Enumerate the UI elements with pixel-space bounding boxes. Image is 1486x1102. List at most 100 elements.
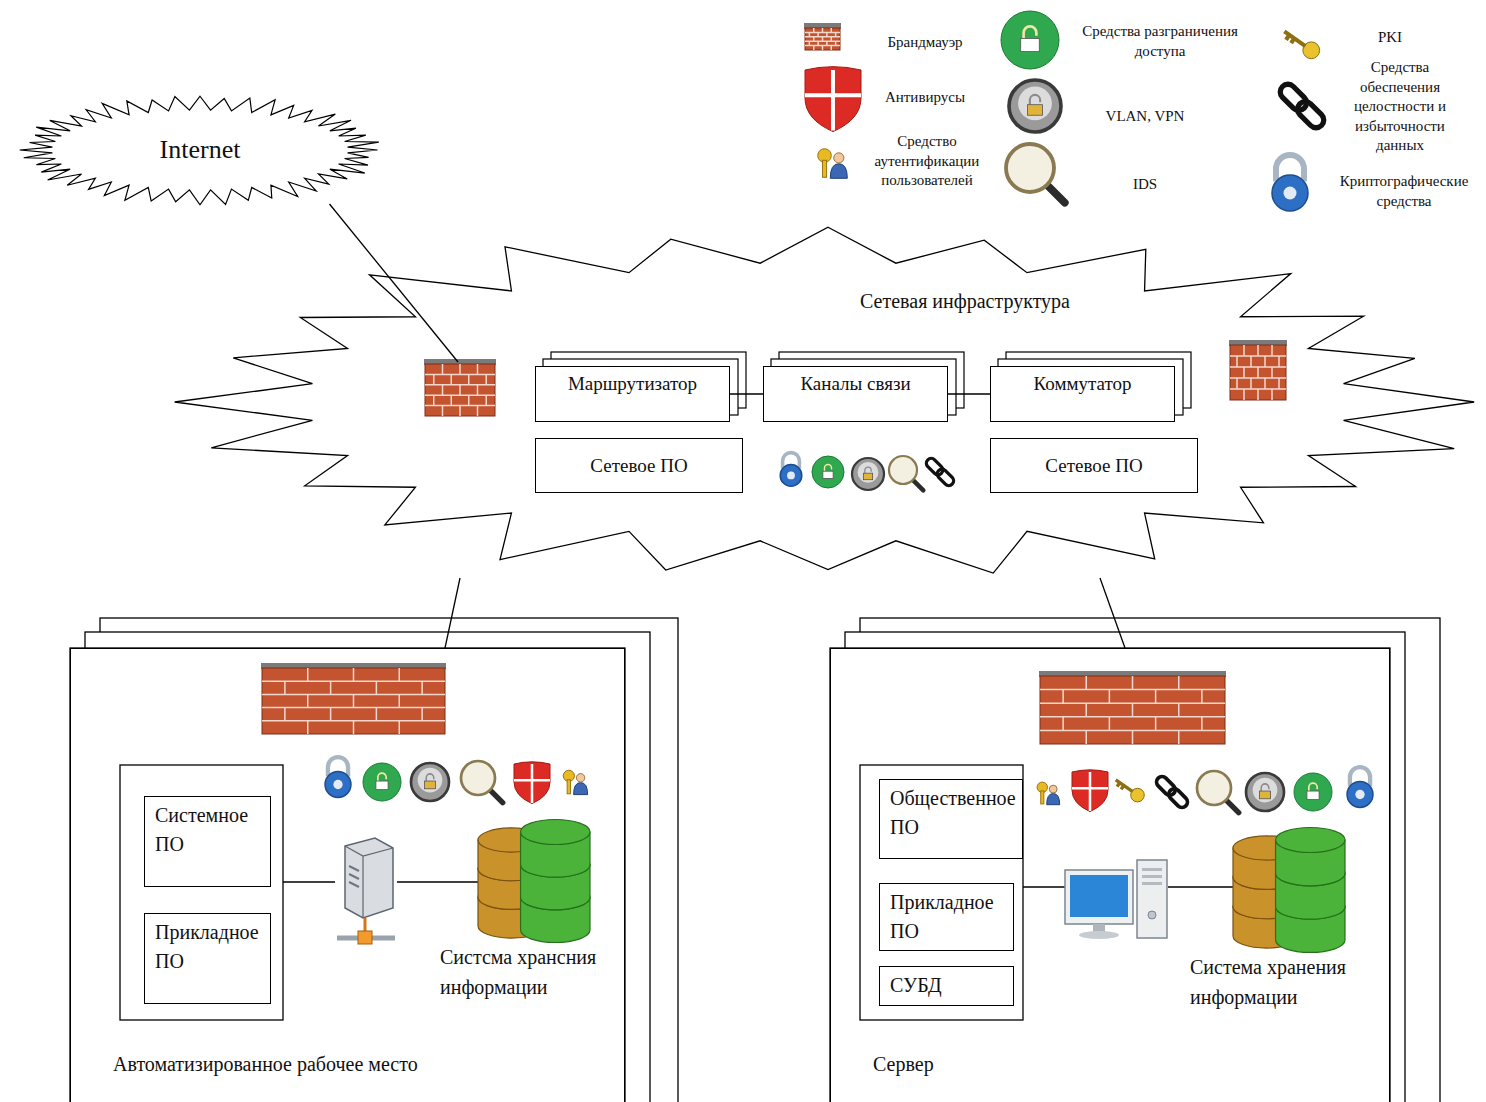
- network-region: Сетевая инфраструктураМаршрутизаторКанал…: [170, 218, 1486, 586]
- region-title: Сервер: [873, 1053, 934, 1076]
- brick-joint: [831, 37, 833, 41]
- vpn-icon: [852, 458, 884, 490]
- brick-joint: [817, 32, 819, 36]
- padlock-dial: [1284, 187, 1297, 200]
- brick-joint: [1086, 730, 1088, 744]
- brick-joint: [284, 681, 286, 694]
- key-shaft: [567, 780, 570, 794]
- lock-body: [1028, 105, 1043, 116]
- brick-joint: [1236, 378, 1238, 389]
- authentication-icon: [1037, 782, 1060, 805]
- person-head: [1049, 785, 1057, 793]
- brick-joint: [433, 374, 435, 384]
- firewall-icon: [804, 23, 841, 50]
- brick-joint: [831, 28, 833, 32]
- brick-joint: [399, 694, 401, 707]
- legend-label: PKI: [1345, 28, 1435, 48]
- server-case: [345, 838, 393, 918]
- antivirus-icon: [514, 762, 550, 804]
- brick-joint: [468, 395, 470, 405]
- chain-link: [924, 456, 944, 476]
- firewall-wall: [1230, 345, 1286, 400]
- lock-shackle: [378, 773, 386, 781]
- shield-cross: [805, 70, 861, 130]
- monitor-neck: [1093, 924, 1105, 932]
- brick-joint: [1178, 676, 1180, 690]
- integrity-icon: [924, 456, 955, 487]
- brick-joint: [376, 681, 378, 694]
- vpn-disc: [1009, 80, 1061, 132]
- lock-shackle: [1261, 784, 1269, 791]
- magnifier-handle: [1047, 185, 1065, 203]
- lock-body: [823, 471, 833, 478]
- vpn-icon: [411, 763, 449, 801]
- magnifier-handle: [913, 480, 924, 491]
- padlock-body: [325, 772, 351, 798]
- legend-label: VLAN, VPN: [1075, 107, 1215, 127]
- person-body: [1047, 794, 1060, 805]
- brick-joint: [1257, 389, 1259, 400]
- server-edge: [345, 846, 393, 918]
- region-title: Сетевая инфраструктура: [860, 290, 1070, 313]
- chain-link: [1167, 787, 1190, 810]
- lock-shackle: [865, 467, 871, 473]
- lock-body: [863, 473, 872, 479]
- chain-link: [1154, 774, 1177, 797]
- host-frame: Автоматизированное рабочее местоСистемно…: [70, 648, 625, 1102]
- node-label: Коммутатор: [991, 367, 1174, 395]
- drive-bay: [1142, 875, 1162, 878]
- node-label: Internet: [160, 135, 241, 165]
- monitor-base: [1079, 931, 1119, 939]
- monitor-frame: [1065, 870, 1133, 924]
- node-label: СУБД: [880, 967, 1013, 1004]
- magnifier-handle: [1226, 800, 1239, 813]
- vpn-disc: [852, 458, 884, 490]
- software-group: [860, 765, 1023, 1020]
- shield-shape: [805, 67, 861, 132]
- connector-line: [730, 393, 763, 394]
- green-disc: [812, 456, 844, 488]
- brick-joint: [307, 668, 309, 681]
- host-frame: СерверОбщественное ПОПрикладное ПОСУБД: [830, 648, 1390, 1102]
- key-shaft: [1041, 791, 1044, 804]
- padlock-body: [1272, 175, 1308, 211]
- drive-bay: [1142, 882, 1162, 885]
- pki-icon: [1284, 31, 1319, 58]
- vpn-inner: [1253, 778, 1278, 803]
- brick-joint: [1264, 378, 1266, 389]
- node-label: Каналы связи: [764, 367, 947, 395]
- brick-joint: [1278, 378, 1280, 389]
- legend-label: Средства обеспечения целостности и избыт…: [1335, 58, 1465, 156]
- authentication-icon: [563, 770, 587, 794]
- internal-wire: [1168, 886, 1233, 887]
- software-box: Сетевое ПО: [535, 438, 743, 493]
- antivirus-icon: [1072, 770, 1108, 812]
- brick-joint: [1250, 378, 1252, 389]
- ids-icon: [1197, 771, 1239, 813]
- padlock-dial: [333, 780, 342, 789]
- chain-link: [935, 467, 955, 487]
- brick-joint: [421, 681, 423, 694]
- shield-shape: [514, 762, 550, 804]
- firewall-icon: [424, 359, 496, 416]
- vpn-icon: [1009, 80, 1061, 132]
- vpn-inner: [1018, 87, 1052, 121]
- server-icon: [337, 838, 395, 944]
- lock-shackle: [426, 774, 434, 781]
- lock-body: [425, 781, 436, 789]
- crypto-icon: [1347, 767, 1373, 807]
- node-label: Сетевое ПО: [580, 455, 697, 477]
- brick-joint: [1250, 356, 1252, 367]
- brick-joint: [442, 385, 444, 395]
- brick-joint: [307, 721, 309, 734]
- vpn-icon: [1246, 773, 1284, 811]
- brick-joint: [1132, 730, 1134, 744]
- brick-joint: [330, 708, 332, 721]
- lock-body: [376, 781, 388, 790]
- legend-label: IDS: [1100, 175, 1190, 195]
- brick-joint: [817, 41, 819, 45]
- lock-body: [1021, 39, 1040, 52]
- software-box: СУБД: [879, 966, 1014, 1006]
- vpn-disc: [411, 763, 449, 801]
- brick-joint: [459, 406, 461, 416]
